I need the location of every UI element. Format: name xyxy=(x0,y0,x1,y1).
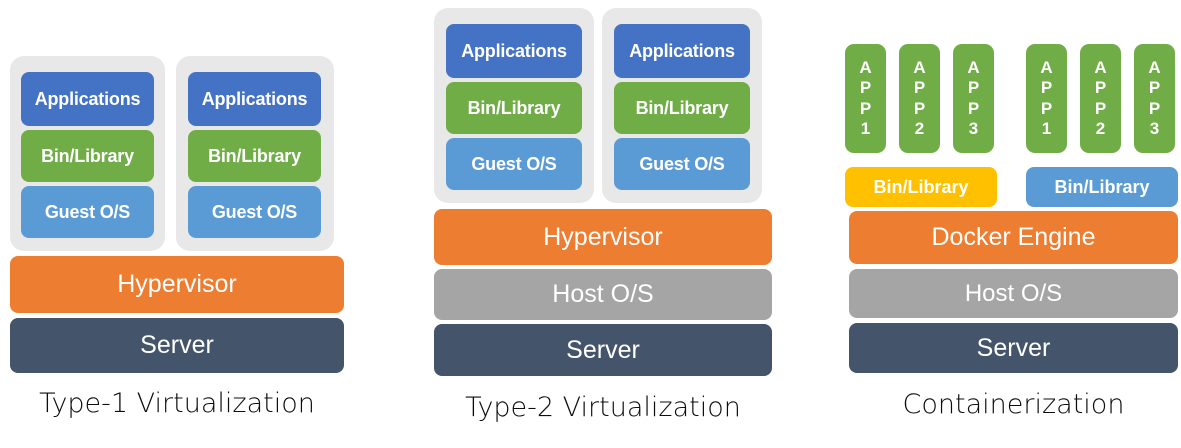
block-app-1[interactable]: A P P 1 xyxy=(845,44,886,153)
caption-containerization: Containerization xyxy=(902,389,1125,420)
block-bin-library[interactable]: Bin/Library xyxy=(446,82,582,134)
app-char-p2: P xyxy=(913,98,926,118)
app-char-p1: P xyxy=(1148,78,1161,98)
caption-type1-virtualization: Type-1 Virtualization xyxy=(39,388,315,419)
block-bin-library[interactable]: Bin/Library xyxy=(614,82,750,134)
block-guest-os[interactable]: Guest O/S xyxy=(188,186,321,238)
app-char-num: 1 xyxy=(1041,118,1052,138)
block-bin-library-blue[interactable]: Bin/Library xyxy=(1026,167,1178,207)
app-char-num: 3 xyxy=(1149,118,1160,138)
block-server[interactable]: Server xyxy=(849,323,1178,373)
app-char-a: A xyxy=(859,58,872,78)
block-applications[interactable]: Applications xyxy=(446,24,582,78)
block-app-2[interactable]: A P P 2 xyxy=(1080,44,1121,153)
app-char-p2: P xyxy=(859,98,872,118)
app-char-num: 3 xyxy=(968,118,979,138)
block-host-os[interactable]: Host O/S xyxy=(434,269,772,320)
block-hypervisor[interactable]: Hypervisor xyxy=(10,256,344,313)
block-server[interactable]: Server xyxy=(434,324,772,376)
block-docker-engine[interactable]: Docker Engine xyxy=(849,211,1178,264)
caption-type2-virtualization: Type-2 Virtualization xyxy=(465,392,741,423)
block-app-2[interactable]: A P P 2 xyxy=(899,44,940,153)
block-applications[interactable]: Applications xyxy=(614,24,750,78)
app-char-num: 2 xyxy=(1095,118,1106,138)
block-app-3[interactable]: A P P 3 xyxy=(953,44,994,153)
app-char-p2: P xyxy=(967,98,980,118)
app-char-p1: P xyxy=(913,78,926,98)
app-char-a: A xyxy=(1094,58,1107,78)
block-bin-library[interactable]: Bin/Library xyxy=(21,130,154,182)
app-char-a: A xyxy=(1040,58,1053,78)
app-char-a: A xyxy=(1148,58,1161,78)
block-bin-library[interactable]: Bin/Library xyxy=(188,130,321,182)
app-char-p2: P xyxy=(1148,98,1161,118)
app-char-p1: P xyxy=(1040,78,1053,98)
app-char-p1: P xyxy=(967,78,980,98)
app-char-a: A xyxy=(967,58,980,78)
app-char-p1: P xyxy=(859,78,872,98)
block-app-3[interactable]: A P P 3 xyxy=(1134,44,1175,153)
block-guest-os[interactable]: Guest O/S xyxy=(614,138,750,190)
block-bin-library-yellow[interactable]: Bin/Library xyxy=(845,167,997,207)
block-applications[interactable]: Applications xyxy=(188,72,321,126)
block-guest-os[interactable]: Guest O/S xyxy=(21,186,154,238)
block-applications[interactable]: Applications xyxy=(21,72,154,126)
app-char-a: A xyxy=(913,58,926,78)
block-guest-os[interactable]: Guest O/S xyxy=(446,138,582,190)
app-char-p2: P xyxy=(1040,98,1053,118)
block-app-1[interactable]: A P P 1 xyxy=(1026,44,1067,153)
app-char-p2: P xyxy=(1094,98,1107,118)
app-char-num: 2 xyxy=(914,118,925,138)
block-host-os[interactable]: Host O/S xyxy=(849,269,1178,318)
block-server[interactable]: Server xyxy=(10,318,344,373)
app-char-p1: P xyxy=(1094,78,1107,98)
app-char-num: 1 xyxy=(860,118,871,138)
block-hypervisor[interactable]: Hypervisor xyxy=(434,209,772,265)
